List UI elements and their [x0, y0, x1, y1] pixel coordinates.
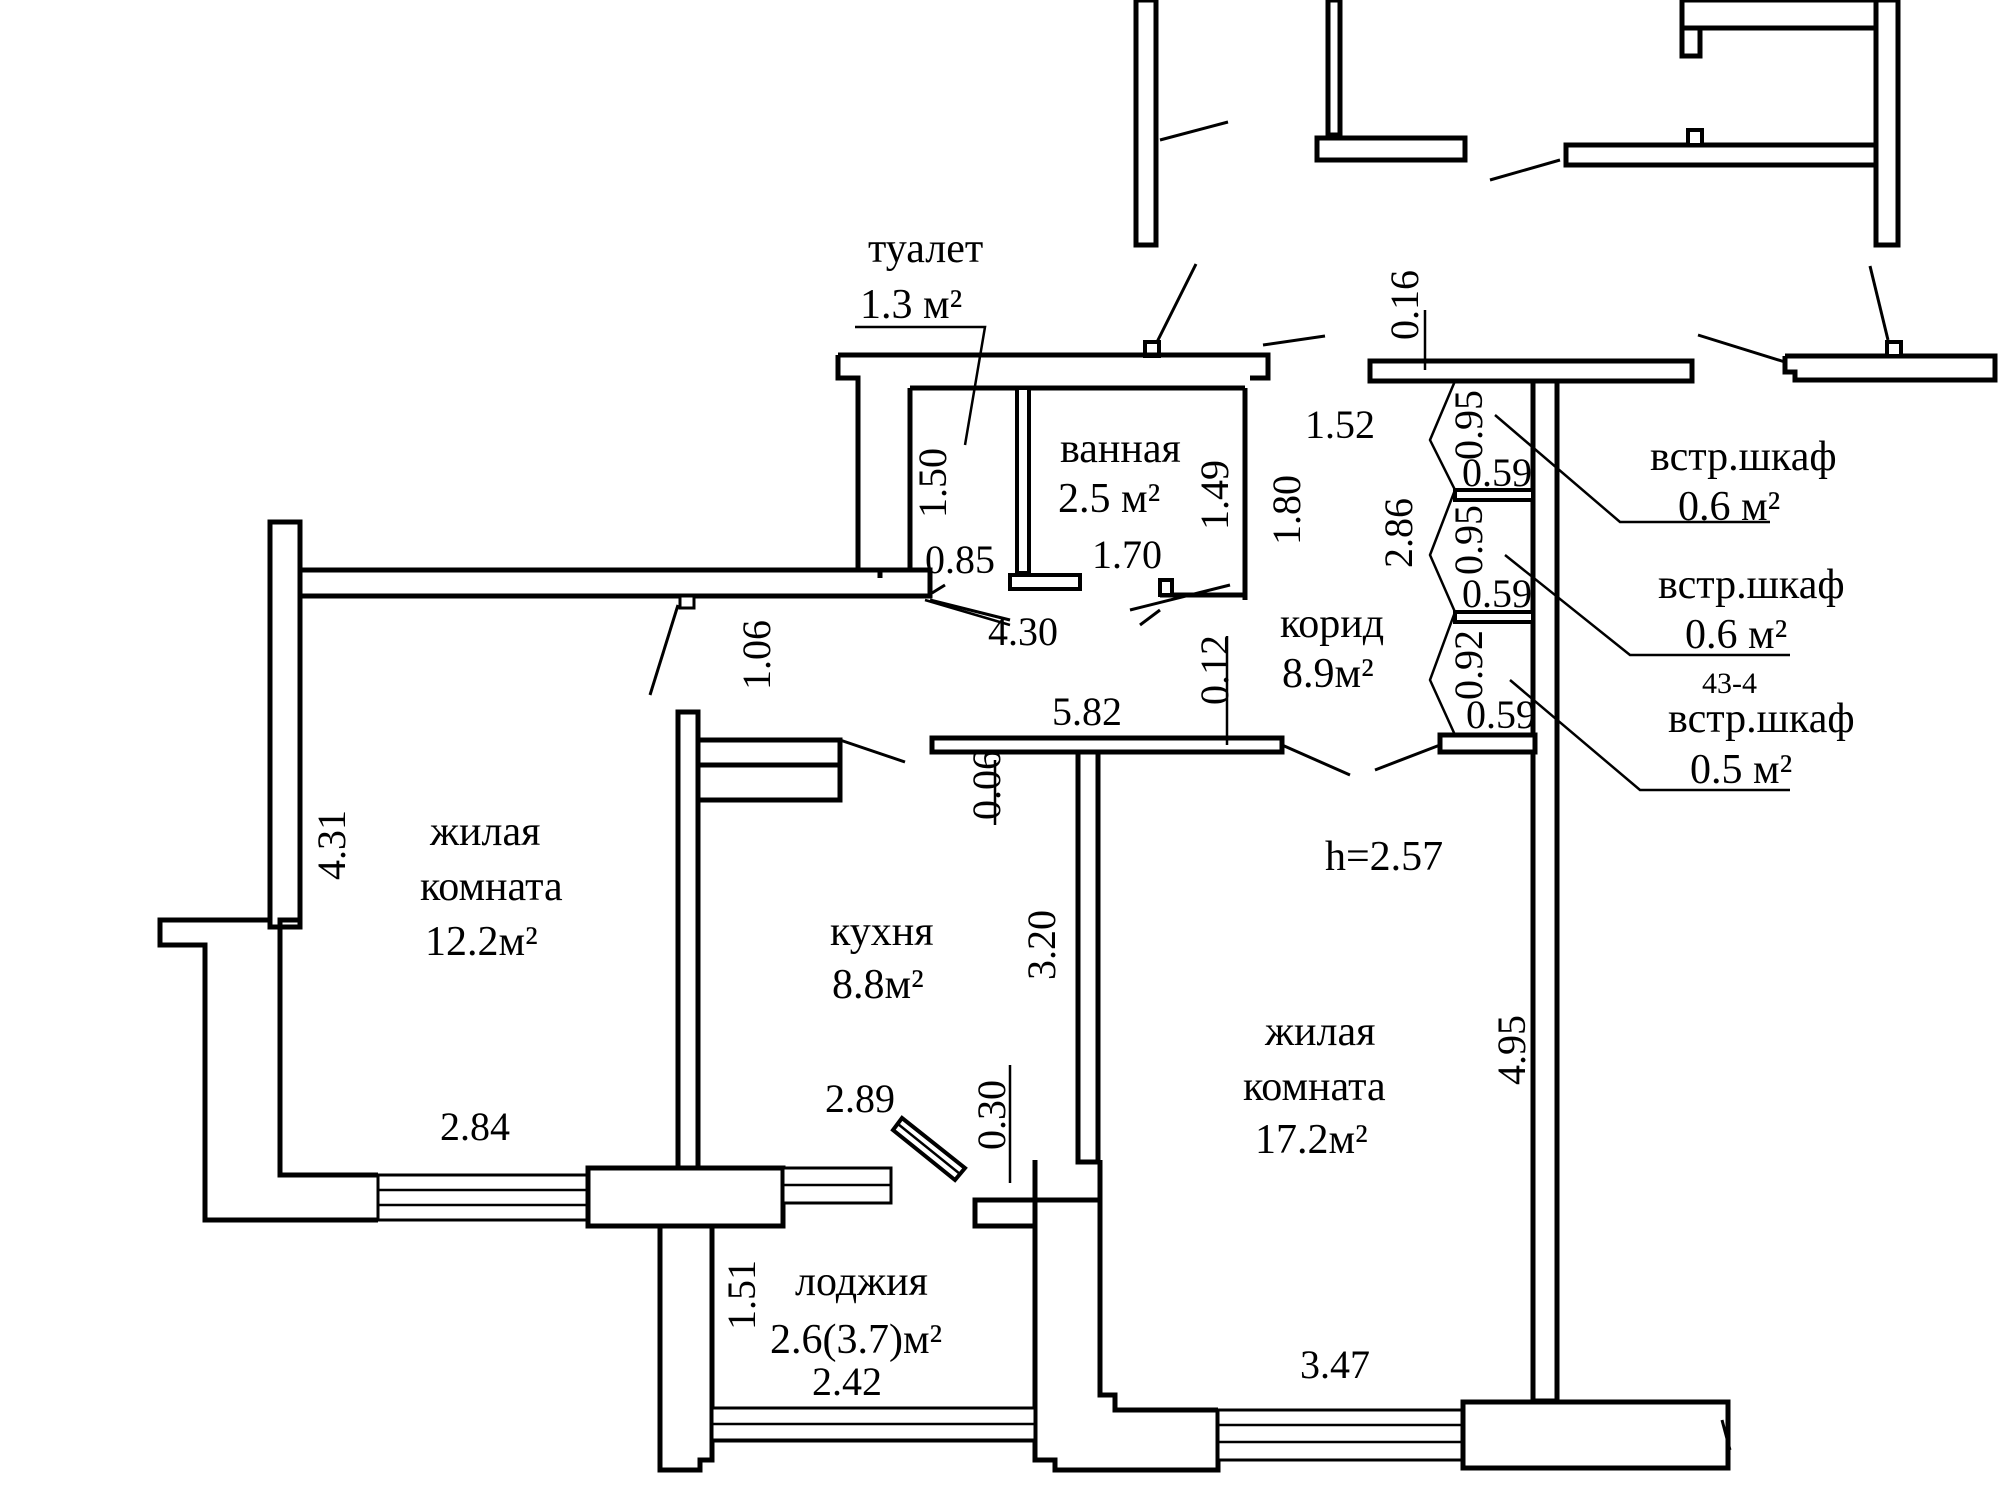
wardrobe-3-area: 0.5 м²	[1690, 747, 1792, 793]
leader-lines	[855, 310, 1790, 1183]
dim-0-85: 0.85	[925, 537, 995, 582]
living-left-name1: жилая	[429, 809, 540, 855]
exterior-walls	[157, 352, 1732, 1473]
wardrobe-2-name: встр.шкаф	[1658, 562, 1845, 608]
dim-w-0-59-a: 0.59	[1462, 450, 1532, 495]
bath-label: ванная 2.5 м²	[1058, 426, 1181, 522]
plan-code: 43-4	[1702, 667, 1757, 700]
dim-1-80: 1.80	[1264, 475, 1309, 545]
bath-area: 2.5 м²	[1058, 476, 1160, 522]
loggia-name: лоджия	[795, 1259, 928, 1305]
wardrobe-2-label: встр.шкаф 0.6 м²	[1658, 562, 1845, 658]
dim-1-49: 1.49	[1192, 460, 1237, 530]
dim-4-95: 4.95	[1489, 1015, 1534, 1085]
dim-1-51: 1.51	[719, 1260, 764, 1330]
wardrobe-1-label: встр.шкаф 0.6 м²	[1650, 434, 1837, 530]
dim-w-0-92: 0.92	[1446, 630, 1491, 700]
kitchen-label: кухня 8.8м²	[830, 909, 934, 1008]
dim-1-70: 1.70	[1092, 532, 1162, 577]
dim-2-86: 2.86	[1376, 498, 1421, 568]
dim-4-30: 4.30	[988, 609, 1058, 654]
dim-5-82: 5.82	[1052, 689, 1122, 734]
dim-1-52: 1.52	[1305, 402, 1375, 447]
dim-2-42: 2.42	[812, 1359, 882, 1404]
dim-3-47: 3.47	[1300, 1342, 1370, 1387]
toilet-name: туалет	[868, 226, 983, 272]
wardrobe-3-name: встр.шкаф	[1668, 696, 1855, 742]
dimensions-horizontal: 1.52 0.85 1.70 4.30 5.82 2.84 2.89 2.42 …	[440, 402, 1536, 1404]
dim-1-50: 1.50	[910, 448, 955, 518]
loggia-area: 2.6(3.7)м²	[770, 1317, 942, 1363]
dim-4-31: 4.31	[309, 810, 354, 880]
toilet-label: туалет 1.3 м²	[860, 226, 983, 328]
dim-w-0-59-c: 0.59	[1466, 692, 1536, 737]
dim-0-06: 0.06	[964, 750, 1009, 820]
dim-w-0-59-b: 0.59	[1462, 571, 1532, 616]
dim-2-89: 2.89	[825, 1076, 895, 1121]
dim-3-20: 3.20	[1019, 910, 1064, 980]
living-left-name2: комната	[420, 864, 563, 910]
upper-walls	[1133, 0, 1998, 383]
bath-name: ванная	[1060, 426, 1181, 472]
wardrobe-1-name: встр.шкаф	[1650, 434, 1837, 480]
dim-w-0-95-a: 0.95	[1446, 390, 1491, 460]
dim-1-06: 1.06	[734, 620, 779, 690]
living-left-label: жилая комната 12.2м²	[420, 809, 563, 965]
living-right-name1: жилая	[1264, 1009, 1375, 1055]
corridor-area: 8.9м²	[1282, 651, 1374, 697]
loggia-label: лоджия 2.6(3.7)м²	[770, 1259, 942, 1363]
living-right-name2: комната	[1243, 1064, 1386, 1110]
corridor-label: корид 8.9м²	[1280, 601, 1384, 697]
wardrobe-1-area: 0.6 м²	[1678, 484, 1780, 530]
kitchen-name: кухня	[830, 909, 934, 955]
wardrobe-2-area: 0.6 м²	[1685, 612, 1787, 658]
dimensions-vertical: 0.16 1.50 1.49 1.80 2.86 1.06 0.12 0.06 …	[309, 270, 1534, 1330]
living-right-area: 17.2м²	[1255, 1117, 1368, 1163]
corridor-name: корид	[1280, 601, 1384, 647]
living-right-label: жилая комната 17.2м²	[1243, 1009, 1386, 1163]
interior-partitions	[648, 380, 1535, 1183]
ceiling-height: h=2.57	[1325, 834, 1443, 880]
dim-0-16: 0.16	[1382, 270, 1427, 340]
dim-0-12: 0.12	[1192, 635, 1237, 705]
toilet-area: 1.3 м²	[860, 282, 962, 328]
dim-w-0-95-b: 0.95	[1446, 505, 1491, 575]
dim-2-84: 2.84	[440, 1104, 510, 1149]
wardrobe-3-label: встр.шкаф 0.5 м²	[1668, 696, 1855, 793]
living-left-area: 12.2м²	[425, 919, 538, 965]
dim-0-30: 0.30	[969, 1080, 1014, 1150]
kitchen-area: 8.8м²	[832, 962, 924, 1008]
